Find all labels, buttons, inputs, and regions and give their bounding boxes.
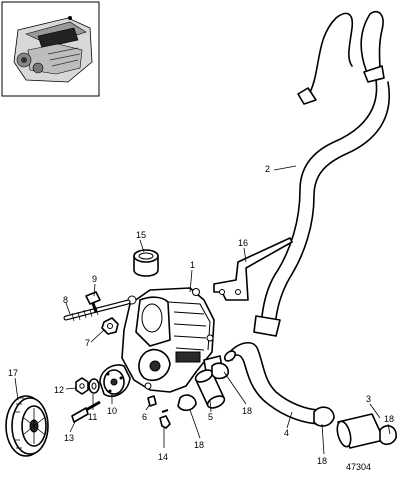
callout-18-a: 18 [194,440,204,450]
washer-part-11 [88,378,100,394]
callout-18-b: 18 [242,406,252,416]
callout-10: 10 [107,406,117,416]
callout-18-d: 18 [384,414,394,424]
callout-2: 2 [265,164,270,174]
fitting-part-6 [147,395,157,407]
callout-12: 12 [54,385,64,395]
callout-7: 7 [85,338,90,348]
hose-part-4 [223,342,323,425]
figure-number: 47304 [346,462,371,472]
nut-part-7 [101,317,119,335]
callout-11: 11 [88,412,97,422]
callout-4: 4 [284,428,289,438]
bolt-part-9 [85,291,101,313]
callout-9: 9 [92,274,97,284]
callout-6: 6 [142,412,147,422]
callout-18-c: 18 [317,456,327,466]
leader-lines [14,165,391,455]
callout-14: 14 [158,452,168,462]
callout-3: 3 [366,394,371,404]
callout-labels: 1 2 3 4 5 6 7 8 9 10 11 12 13 14 15 16 1… [8,164,394,466]
callout-8: 8 [63,295,68,305]
nut-part-12 [75,377,89,395]
formed-hose-part-2 [253,10,390,337]
support-bracket-part-16 [213,237,293,301]
engine-locator-inset [1,1,100,97]
stud-part-8 [63,299,131,322]
callout-17: 17 [8,368,18,378]
drain-fitting-part-14 [159,409,171,429]
hose-part-3 [313,406,397,449]
callout-13: 13 [64,433,74,443]
callout-5: 5 [208,412,213,422]
cap-part-15 [133,249,159,277]
hub-part-10 [99,364,131,398]
callout-16: 16 [238,238,248,248]
callout-1: 1 [190,260,195,270]
hose-part-5 [177,362,229,412]
pulley-part-17 [5,395,49,457]
callout-15: 15 [136,230,146,240]
